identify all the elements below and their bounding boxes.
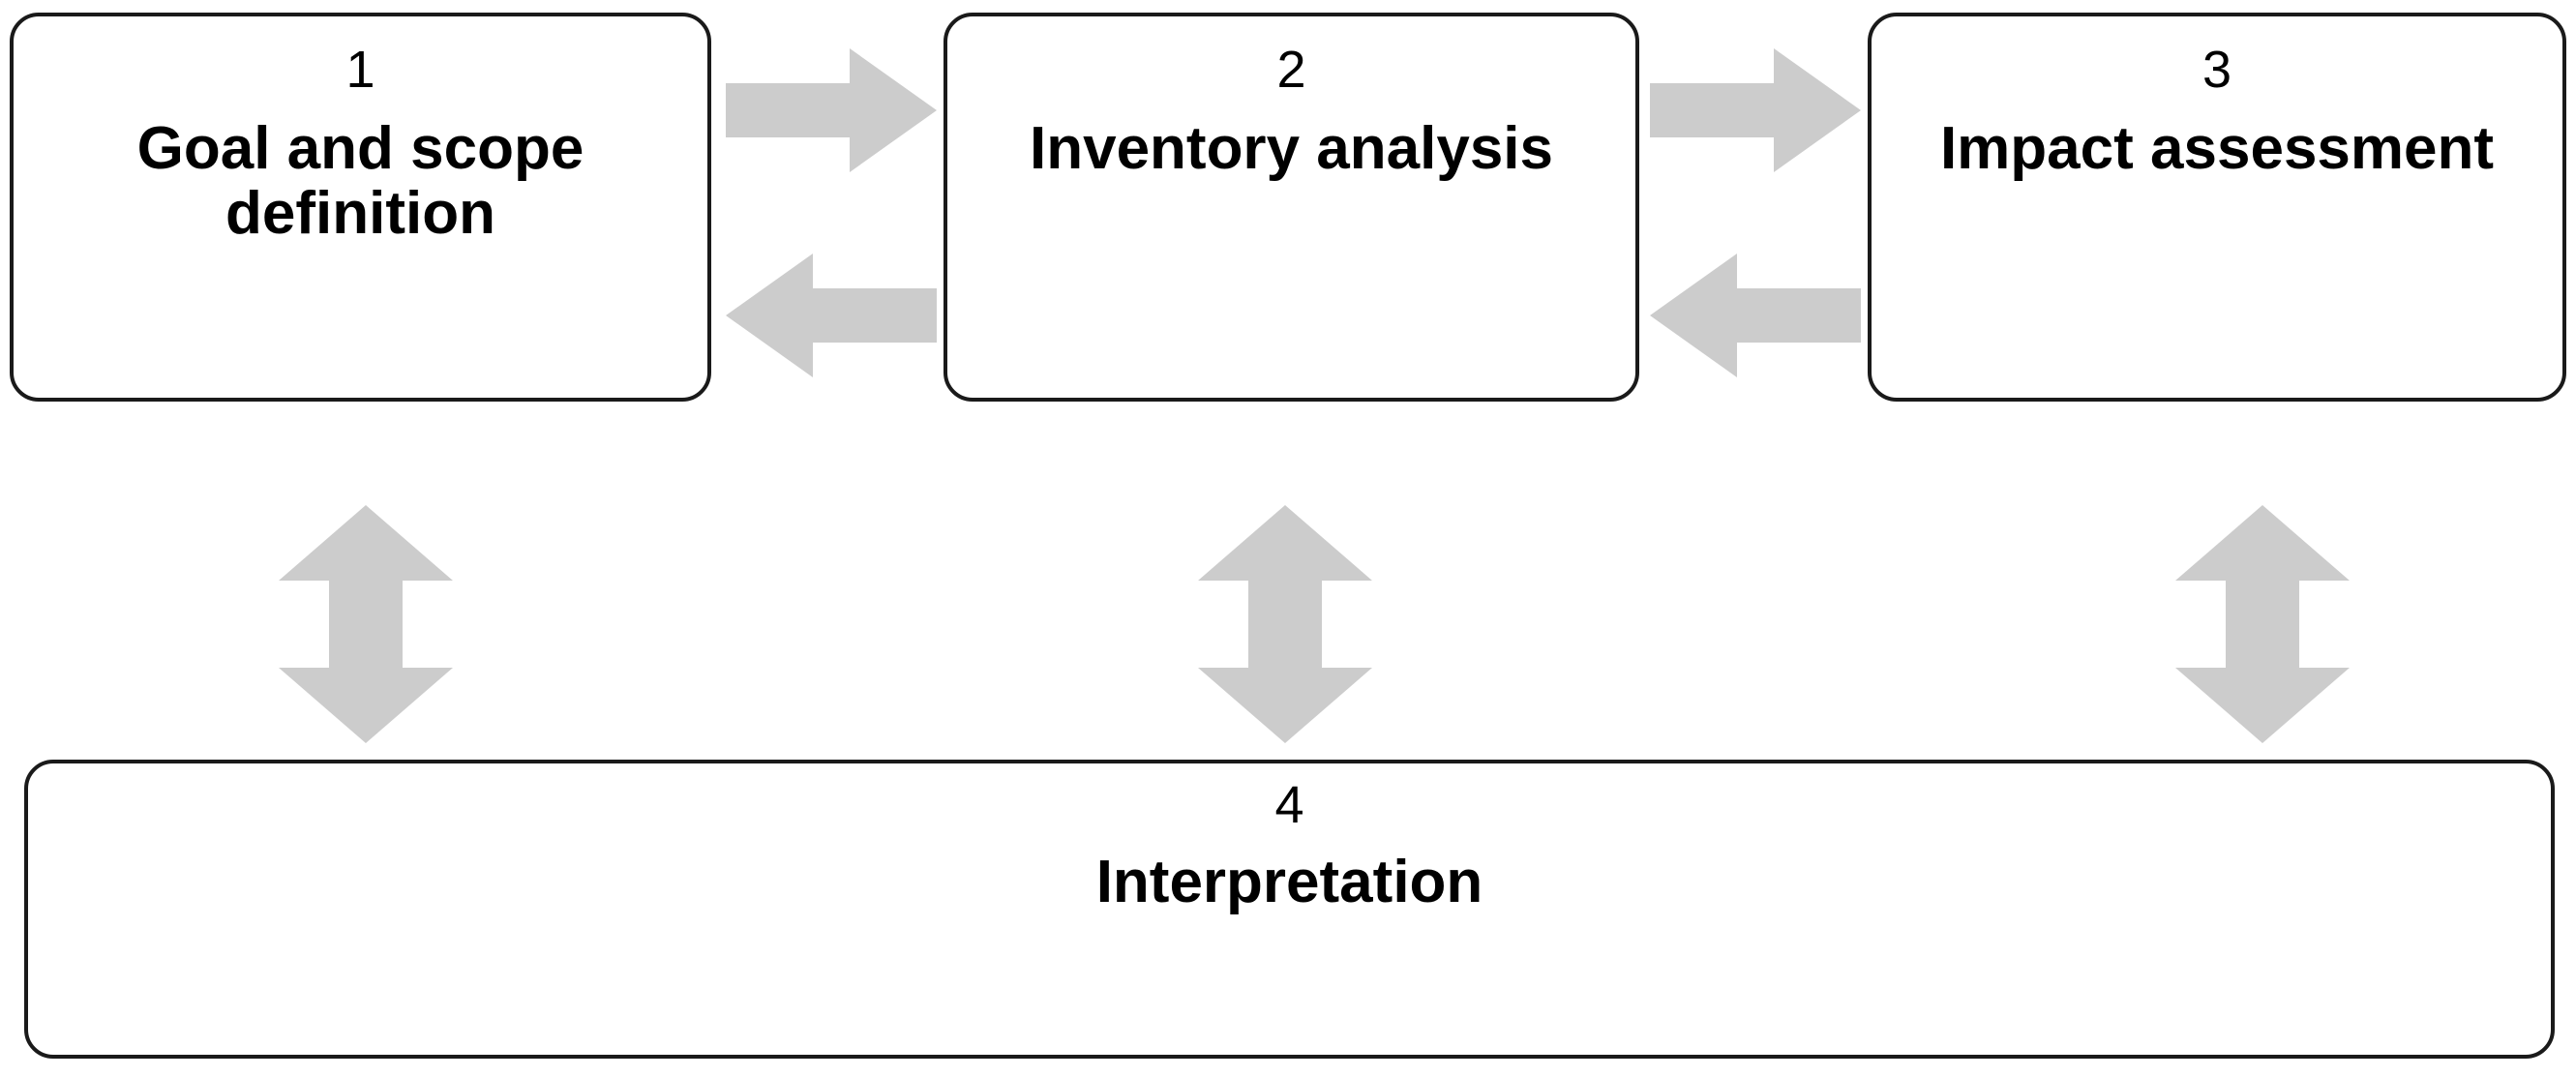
arrow-right-icon-goal-to-inventory xyxy=(726,48,937,172)
arrow-left-icon-inventory-to-goal xyxy=(726,254,937,377)
arrow-up-down-icon-impact-to-interpretation xyxy=(2175,505,2350,743)
node-interpretation[interactable]: 4 Interpretation xyxy=(24,760,2555,1059)
node-inventory-analysis[interactable]: 2 Inventory analysis xyxy=(944,13,1639,402)
node-label: Impact assessment xyxy=(1939,115,2495,182)
arrow-left-icon-impact-to-inventory xyxy=(1650,254,1861,377)
node-number: 3 xyxy=(2202,41,2232,99)
node-label: Inventory analysis xyxy=(1029,115,1554,182)
node-number: 2 xyxy=(1276,41,1306,99)
node-impact-assessment[interactable]: 3 Impact assessment xyxy=(1868,13,2566,402)
node-label: Interpretation xyxy=(1095,849,1483,915)
arrow-up-down-icon-inventory-to-interpretation xyxy=(1198,505,1372,743)
node-number: 1 xyxy=(345,41,375,99)
arrow-up-down-icon-goal-to-interpretation xyxy=(279,505,453,743)
node-label: Goal and scope definition xyxy=(136,115,584,247)
arrow-right-icon-inventory-to-impact xyxy=(1650,48,1861,172)
node-goal-and-scope-definition[interactable]: 1 Goal and scope definition xyxy=(10,13,711,402)
node-number: 4 xyxy=(1274,776,1304,834)
